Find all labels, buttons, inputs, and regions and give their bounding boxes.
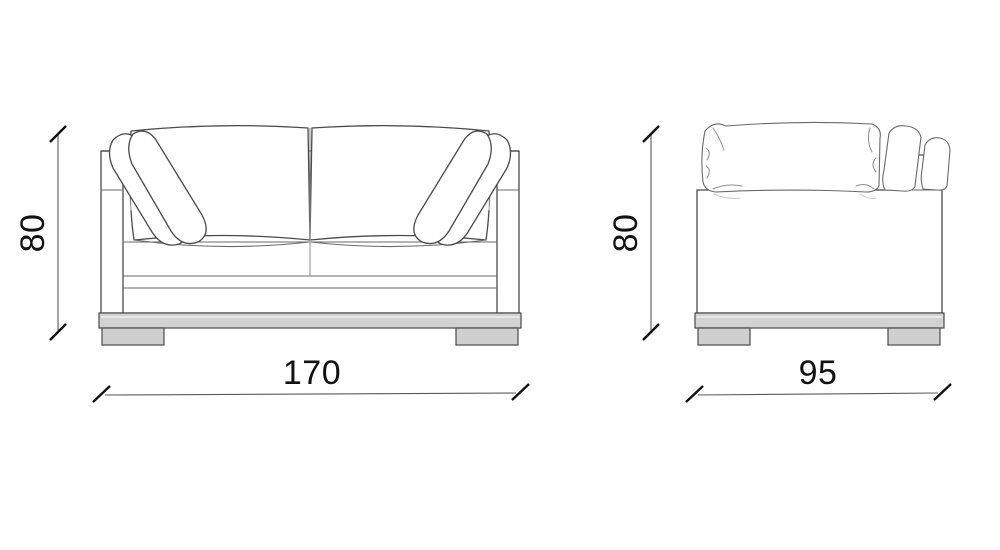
front-width-tick-right [511,383,530,401]
front-seat-cushion-left-curve [133,239,310,248]
side-back-cushion-inner [882,125,922,192]
side-depth-dim-line [697,392,939,396]
side-height-tick-bottom [642,323,660,341]
front-view-group [98,124,522,346]
side-depth-tick-right [933,383,952,401]
side-foot-right [887,327,941,346]
side-bolster-crease-right [867,127,877,173]
front-plinth-bar [98,312,522,329]
front-width-label: 170 [283,354,341,392]
side-bolster-shadow-hint [713,193,877,199]
side-plinth-bar [694,312,945,329]
side-height-tick-top [642,125,660,143]
front-seat-cushions [133,239,487,248]
side-bolster-crease-left [705,127,725,179]
side-bolster [701,121,881,199]
front-height-tick-bottom [49,323,67,341]
dimension-side-height: 80 [607,125,660,341]
dimension-front-width: 170 [92,354,530,403]
dimension-front-height: 80 [14,125,67,341]
side-foot-left [697,327,751,346]
front-height-label: 80 [14,214,52,253]
front-bolster-left-front [128,130,207,245]
front-bolster-right [413,130,512,246]
front-bolster-left [108,130,207,246]
front-bolster-right-front [413,130,492,245]
front-height-tick-top [49,125,67,143]
side-bolster-shape [701,121,881,193]
side-height-label: 80 [607,214,645,253]
side-bolster-bottom-crease [712,184,875,190]
side-back-cushion-outer [920,137,951,191]
front-width-tick-left [92,385,111,403]
side-depth-label: 95 [799,354,838,392]
front-foot-right [455,327,519,346]
front-foot-left [101,327,165,346]
front-seat-cushion-right-curve [310,239,487,248]
side-back-cushions [882,125,951,192]
side-depth-tick-left [685,385,704,403]
dimension-side-depth: 95 [685,354,952,403]
side-view-group [694,121,951,346]
front-width-dim-line [104,392,517,396]
